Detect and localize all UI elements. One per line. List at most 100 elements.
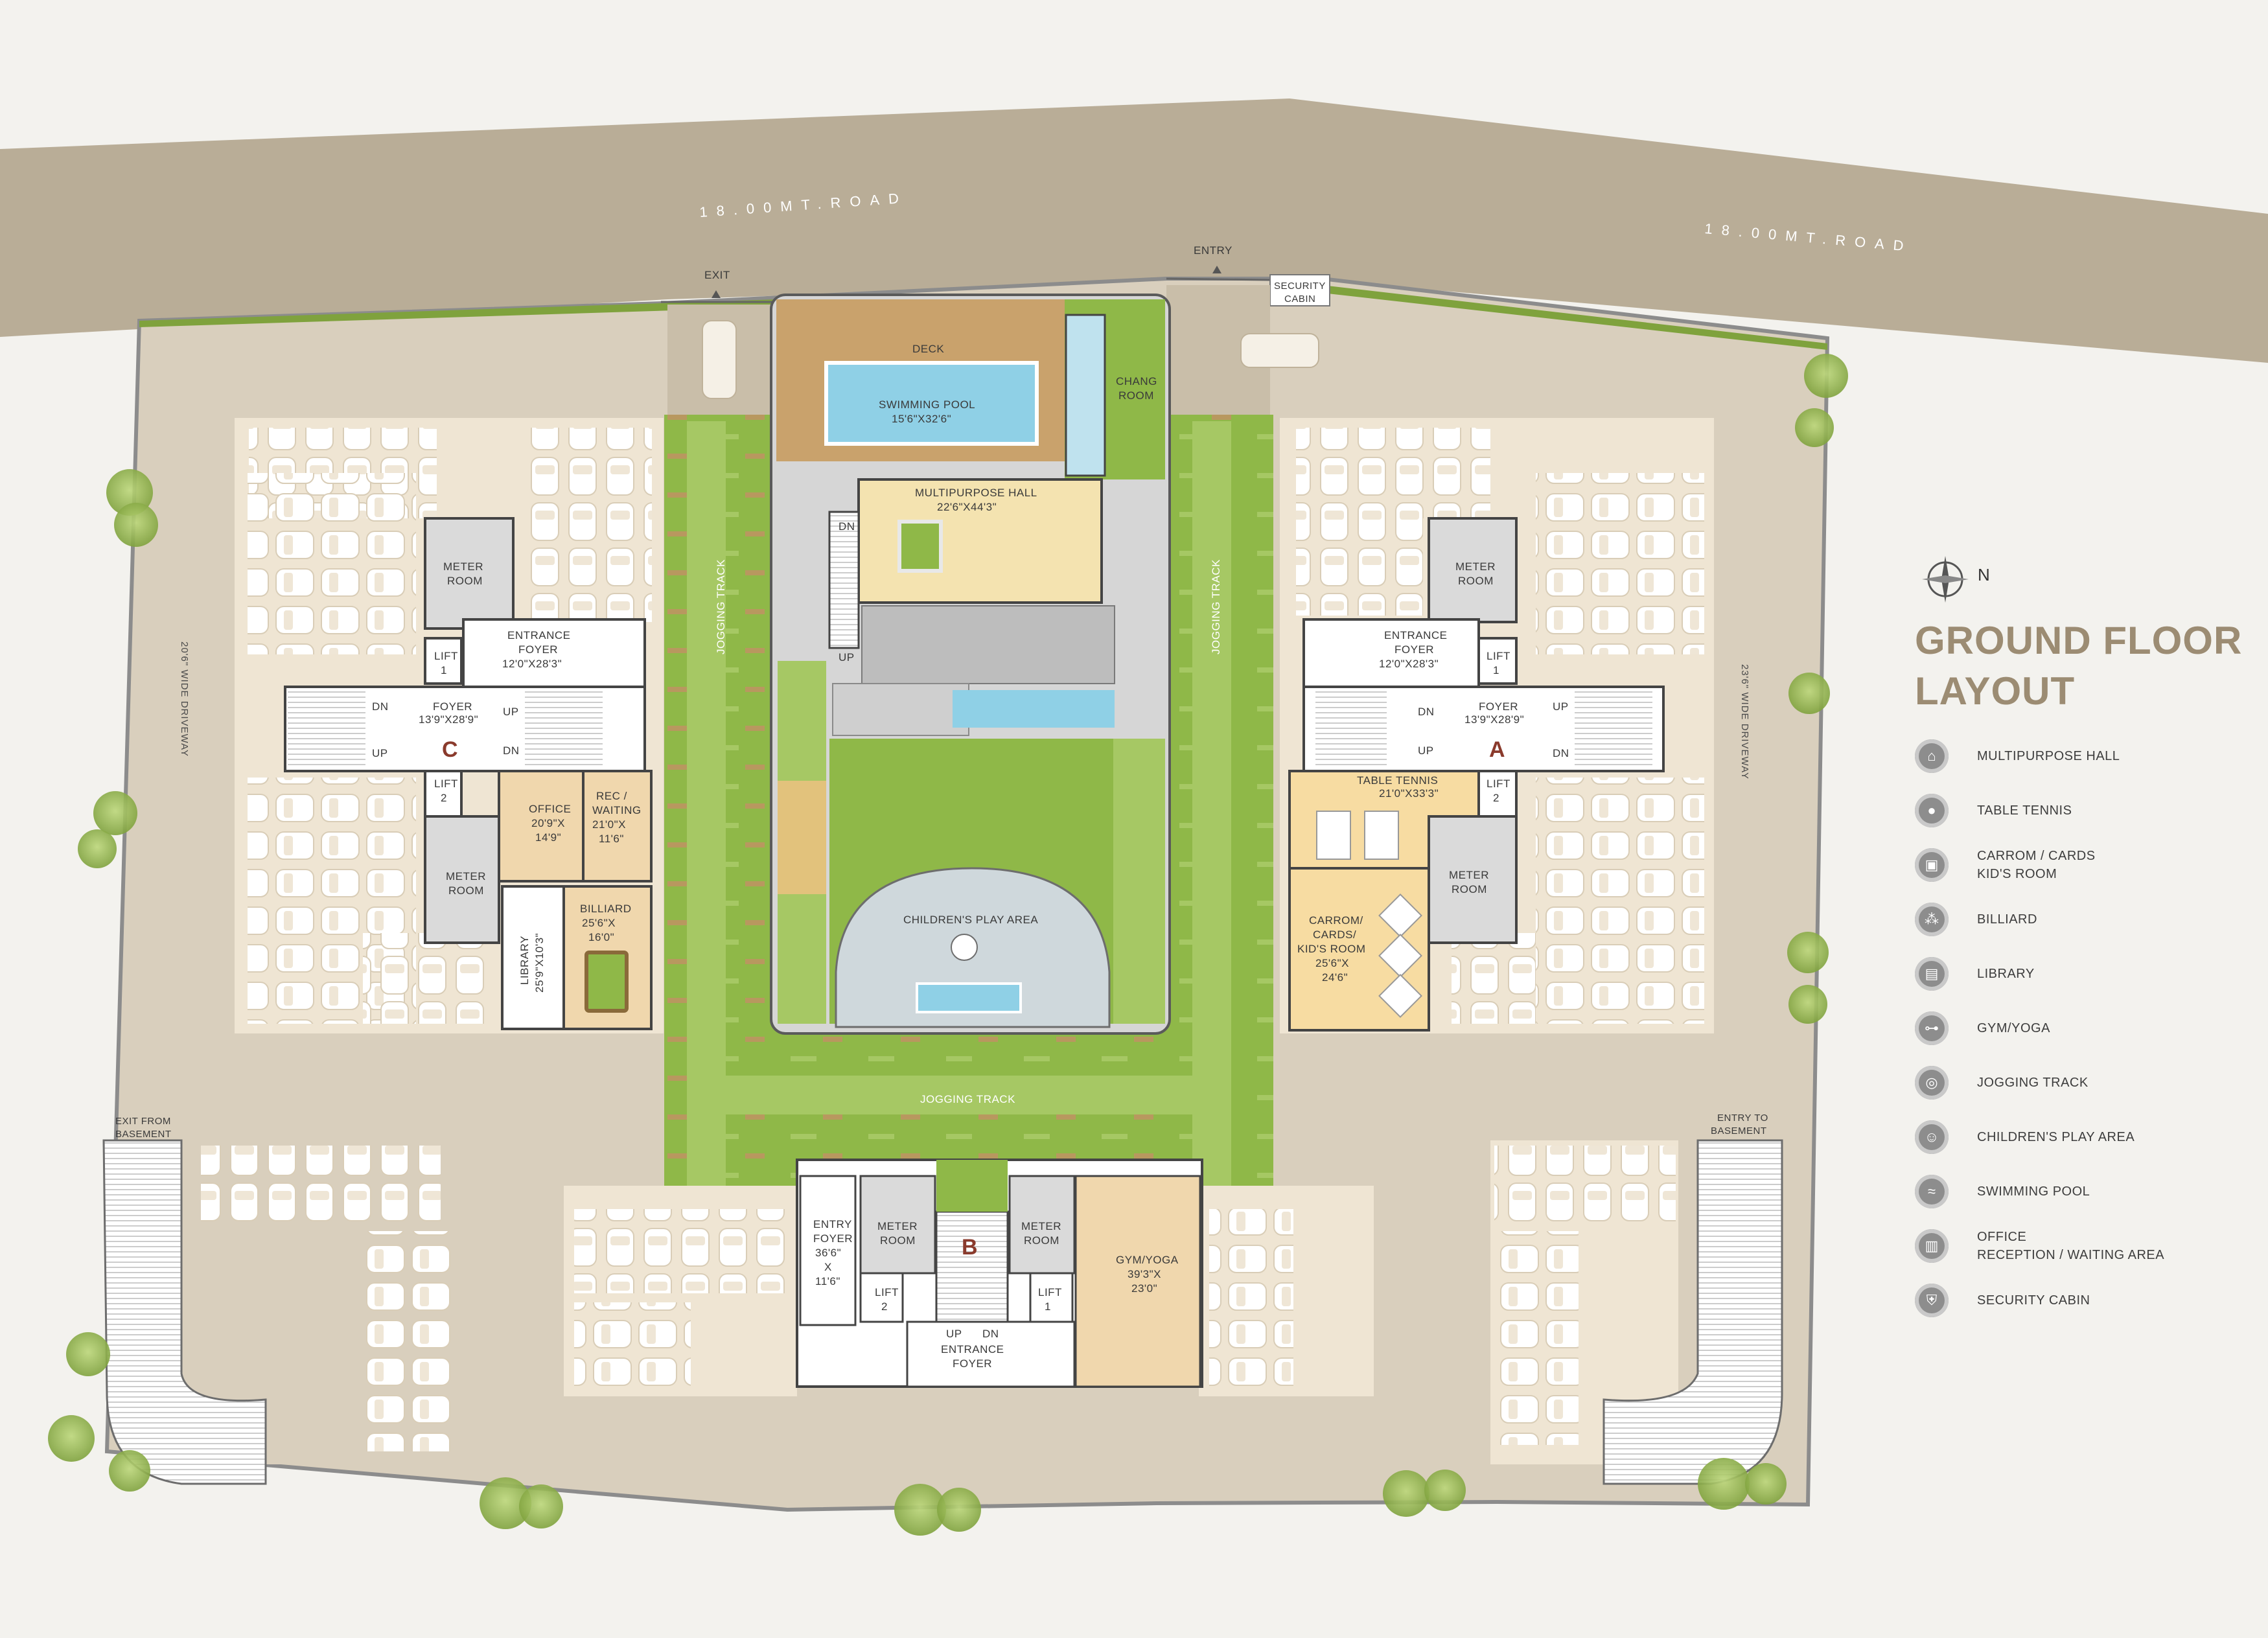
block-c-library[interactable] <box>501 885 565 1030</box>
tree <box>894 1484 946 1536</box>
tree <box>48 1415 95 1462</box>
block-c-entrance-foyer-label: ENTRANCE <box>507 629 571 641</box>
block-c-lift1-label: LIFT <box>434 650 458 662</box>
block-a-up-2: UP <box>1553 700 1569 713</box>
legend-item: ⁂BILLIARD <box>1915 892 2265 947</box>
block-b-meter-label: METER <box>877 1220 918 1232</box>
block-b-meter-room-2[interactable] <box>1008 1175 1076 1275</box>
pergola <box>861 605 1115 684</box>
block-c-stair-right <box>525 689 603 767</box>
legend-label: GYM/YOGA <box>1977 1021 2050 1035</box>
library-icon: ▤ <box>1915 957 1949 991</box>
block-b-lift-1[interactable] <box>1029 1272 1074 1323</box>
exit-gate[interactable]: EXIT <box>661 269 778 303</box>
block-c-rec-label2: WAITING <box>592 804 642 816</box>
parking-row-br-left <box>1494 1231 1579 1445</box>
tree <box>1787 932 1829 973</box>
boundary-hedge <box>139 299 778 327</box>
block-c-billiard-size2: 16'0" <box>588 931 614 943</box>
tree <box>1383 1470 1429 1517</box>
tree <box>1788 673 1830 714</box>
swimming-pool[interactable] <box>824 361 1039 446</box>
tree <box>1788 985 1827 1024</box>
block-b-gym-label: GYM/YOGA <box>1116 1254 1179 1266</box>
block-c-lift-1[interactable] <box>424 637 463 685</box>
block-c-meter-label2: ROOM <box>447 575 483 587</box>
block-b-lift2-num: 2 <box>881 1300 888 1313</box>
block-c-meter-room-2[interactable] <box>424 815 500 944</box>
legend-item: ≈SWIMMING POOL <box>1915 1164 2265 1219</box>
block-a-lift2-label: LIFT <box>1487 778 1510 790</box>
legend-label: OFFICE RECEPTION / WAITING AREA <box>1977 1230 2165 1262</box>
driveway-label-left: 20'6" WIDE DRIVEWAY <box>179 641 190 757</box>
parking-row-c-right <box>525 428 652 622</box>
block-a-dn-1: DN <box>1418 706 1435 718</box>
tree <box>114 503 158 547</box>
legend-item: ⛨SECURITY CABIN <box>1915 1273 2265 1328</box>
basement-exit-ramp[interactable]: EXIT FROM BASEMENT <box>102 1116 267 1485</box>
water-feature <box>953 690 1115 728</box>
legend-label: CHILDREN'S PLAY AREA <box>1977 1130 2135 1144</box>
block-c-lift1-num: 1 <box>441 664 447 676</box>
trees <box>48 354 1848 1536</box>
tree <box>1795 408 1834 447</box>
block-a-carrom-size1: 25'6"X <box>1315 957 1349 969</box>
basement-exit-label1: EXIT FROM <box>115 1116 171 1127</box>
legend-title: GROUND FLOOR LAYOUT <box>1915 616 2252 717</box>
block-c-rec-waiting[interactable] <box>582 770 653 882</box>
block-b-entrance-foyer[interactable] <box>906 1321 1076 1388</box>
legend-label: CARROM / CARDS KID'S ROOM <box>1977 849 2096 881</box>
parking-row-a-right <box>1536 473 1704 654</box>
road <box>0 98 2268 363</box>
block-b-gym-yoga[interactable] <box>1074 1175 1201 1388</box>
block-b-meter-room[interactable] <box>859 1175 936 1275</box>
swimming-pool-label: SWIMMING POOL <box>879 398 975 411</box>
parking-row-a-bottom <box>1452 933 1536 1024</box>
parking-row-bcl2 <box>574 1302 691 1387</box>
tree <box>66 1332 110 1376</box>
jogging-track-label-left: JOGGING TRACK <box>715 559 727 654</box>
block-b-entry-foyer[interactable] <box>799 1175 857 1326</box>
carrom-cards-icon: ▣ <box>1915 848 1949 882</box>
block-c-entrance-foyer[interactable] <box>462 618 646 688</box>
block-a-lift-1[interactable] <box>1477 637 1518 685</box>
block-a-carrom-label3: KID'S ROOM <box>1297 943 1366 955</box>
legend-item: ▤ LIBRARY <box>1915 947 2265 1001</box>
parking-row-a-top <box>1296 428 1490 518</box>
block-c-letter: C <box>442 737 458 762</box>
block-c-lift-2[interactable] <box>424 770 463 818</box>
parking-row-a-right2 <box>1536 778 1704 1024</box>
steps <box>832 683 969 736</box>
block-c-meter2-label: METER <box>446 870 486 882</box>
tree <box>480 1477 531 1529</box>
block-b-stair <box>935 1210 1009 1323</box>
block-c-up-1: UP <box>372 747 388 759</box>
block-a-meter2-label2: ROOM <box>1452 883 1487 895</box>
play-carousel <box>951 934 978 961</box>
block-c-meter2-label2: ROOM <box>448 884 484 897</box>
block-a-letter: A <box>1489 737 1505 762</box>
block-b-lift-2[interactable] <box>859 1272 904 1323</box>
parking-row-bcr <box>1209 1209 1293 1390</box>
block-a-entrance-foyer-label: ENTRANCE <box>1384 629 1448 641</box>
legend-item: ▥OFFICE RECEPTION / WAITING AREA <box>1915 1219 2265 1273</box>
parking-row-br-top <box>1494 1146 1676 1223</box>
block-a-up-1: UP <box>1418 744 1434 757</box>
block-c-stair-left <box>288 689 365 767</box>
exit-label: EXIT <box>704 269 730 281</box>
table-tennis-icon: ● <box>1915 794 1949 827</box>
block-c-library-label: LIBRARY <box>518 936 531 985</box>
jogging-track-label-bottom: JOGGING TRACK <box>920 1093 1015 1105</box>
tree <box>519 1484 563 1528</box>
legend-label: LIBRARY <box>1977 967 2035 981</box>
tree <box>1698 1458 1750 1510</box>
block-c-foyer-label: FOYER <box>433 700 472 713</box>
block-c-lift2-label: LIFT <box>434 778 458 790</box>
block-c-meter-room[interactable] <box>424 517 515 630</box>
block-a-meter-room[interactable] <box>1428 517 1518 623</box>
entry-gate[interactable]: ENTRY <box>1166 244 1271 281</box>
block-a-entrance-foyer-size: 12'0"X28'3" <box>1379 658 1439 670</box>
security-cabin: SECURITY CABIN <box>1269 274 1330 306</box>
carrom-table-3 <box>1378 974 1422 1018</box>
block-c: METER ROOM ENTRANCE FOYER 12'0"X28'3" LI… <box>284 517 653 1030</box>
